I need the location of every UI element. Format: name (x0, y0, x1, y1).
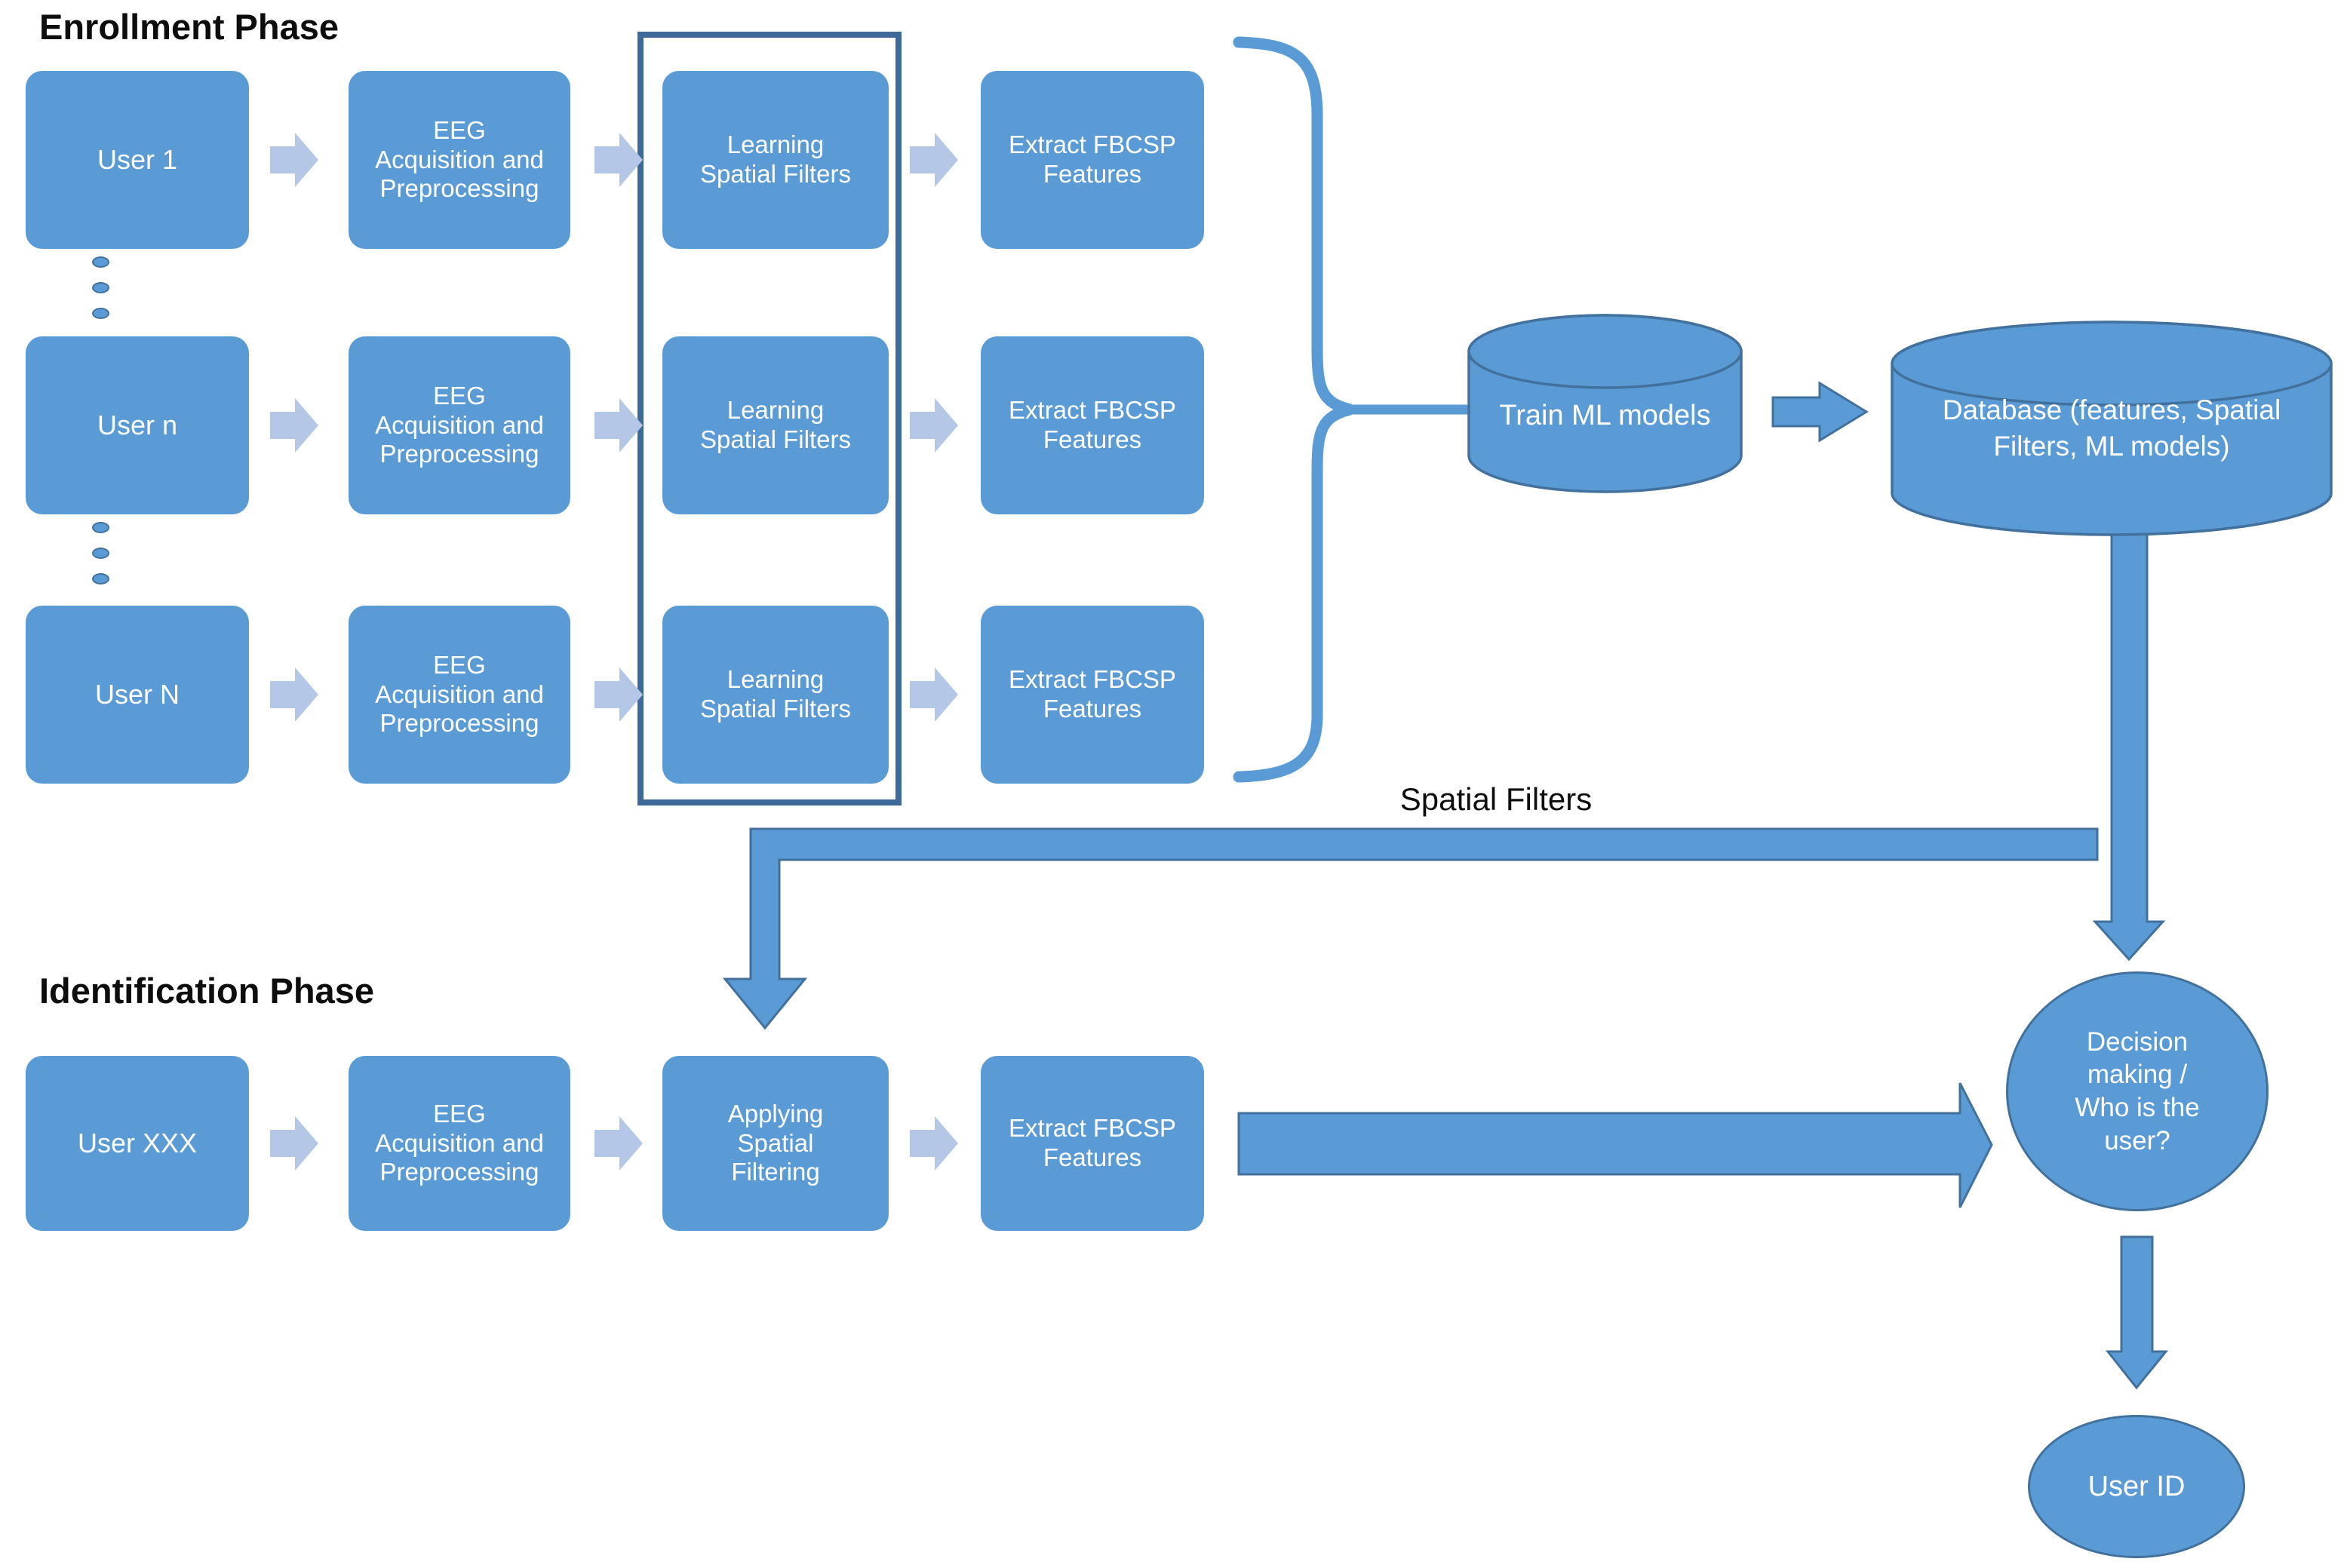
node-user-N: User N (26, 606, 249, 784)
spatial-filters-elbow-arrow (722, 827, 2099, 1030)
node-user-n: User n (26, 336, 249, 514)
arrow-database-to-decision (2092, 522, 2166, 962)
arrow-decision-to-userid (2105, 1235, 2169, 1390)
node-learning-spatial-filters-row2: Learning Spatial Filters (662, 336, 889, 514)
arrow-learning-to-extract-icon (910, 133, 958, 187)
ellipsis-dot (92, 256, 109, 268)
train-ml-cylinder (1467, 314, 1743, 493)
enrollment-phase-title: Enrollment Phase (39, 7, 339, 47)
node-eeg-acquisition-row2: EEG Acquisition and Preprocessing (349, 336, 570, 514)
arrow-eeg-to-learning-icon (594, 133, 643, 187)
node-user-1: User 1 (26, 71, 249, 249)
ellipsis-dot (92, 548, 109, 559)
arrow-eeg-to-learning-icon (594, 667, 643, 722)
arrow-user1-to-eeg-icon (270, 133, 318, 187)
node-extract-fbcsp-row2: Extract FBCSP Features (981, 336, 1204, 514)
arrow-eeg-to-applying-icon (594, 1116, 643, 1171)
node-extract-fbcsp-row3: Extract FBCSP Features (981, 606, 1204, 784)
node-extract-fbcsp-row1: Extract FBCSP Features (981, 71, 1204, 249)
node-user-id: User ID (2028, 1415, 2245, 1558)
ellipsis-dot (92, 282, 109, 293)
arrow-userxxx-to-eeg-icon (270, 1116, 318, 1171)
node-learning-spatial-filters-row1: Learning Spatial Filters (662, 71, 889, 249)
arrow-learning-to-extract-icon (910, 398, 958, 453)
node-decision-making: Decision making / Who is the user? (2006, 971, 2269, 1211)
database-cylinder (1891, 321, 2333, 536)
learning-filters-highlight-frame (637, 32, 902, 805)
node-eeg-acquisition-ident: EEG Acquisition and Preprocessing (349, 1056, 570, 1231)
spatial-filters-label: Spatial Filters (1399, 781, 1593, 817)
arrow-userN-to-eeg-icon (270, 667, 318, 722)
arrow-learning-to-extract-icon (910, 667, 958, 722)
brace-shape (1233, 36, 1352, 783)
arrow-extract-to-decision (1237, 1082, 1993, 1208)
arrow-usern-to-eeg-icon (270, 398, 318, 453)
database-label: Database (features, Spatial Filters, ML … (1942, 394, 2281, 462)
identification-phase-title: Identification Phase (39, 971, 374, 1011)
node-user-xxx: User XXX (26, 1056, 249, 1231)
ellipsis-dot (92, 308, 109, 319)
user-id-label: User ID (2087, 1470, 2186, 1502)
ellipsis-dot (92, 522, 109, 533)
node-learning-spatial-filters-row3: Learning Spatial Filters (662, 606, 889, 784)
node-extract-fbcsp-ident: Extract FBCSP Features (981, 1056, 1204, 1231)
arrow-train-to-database-icon (1771, 381, 1869, 443)
train-ml-label: Train ML models (1499, 399, 1711, 431)
node-eeg-acquisition-row3: EEG Acquisition and Preprocessing (349, 606, 570, 784)
ellipsis-dot (92, 573, 109, 585)
decision-label: Decision making / Who is the user? (2075, 1026, 2200, 1155)
arrow-eeg-to-learning-icon (594, 398, 643, 453)
arrow-applying-to-extract-icon (910, 1116, 958, 1171)
node-eeg-acquisition-row1: EEG Acquisition and Preprocessing (349, 71, 570, 249)
node-applying-spatial-filtering: Applying Spatial Filtering (662, 1056, 889, 1231)
